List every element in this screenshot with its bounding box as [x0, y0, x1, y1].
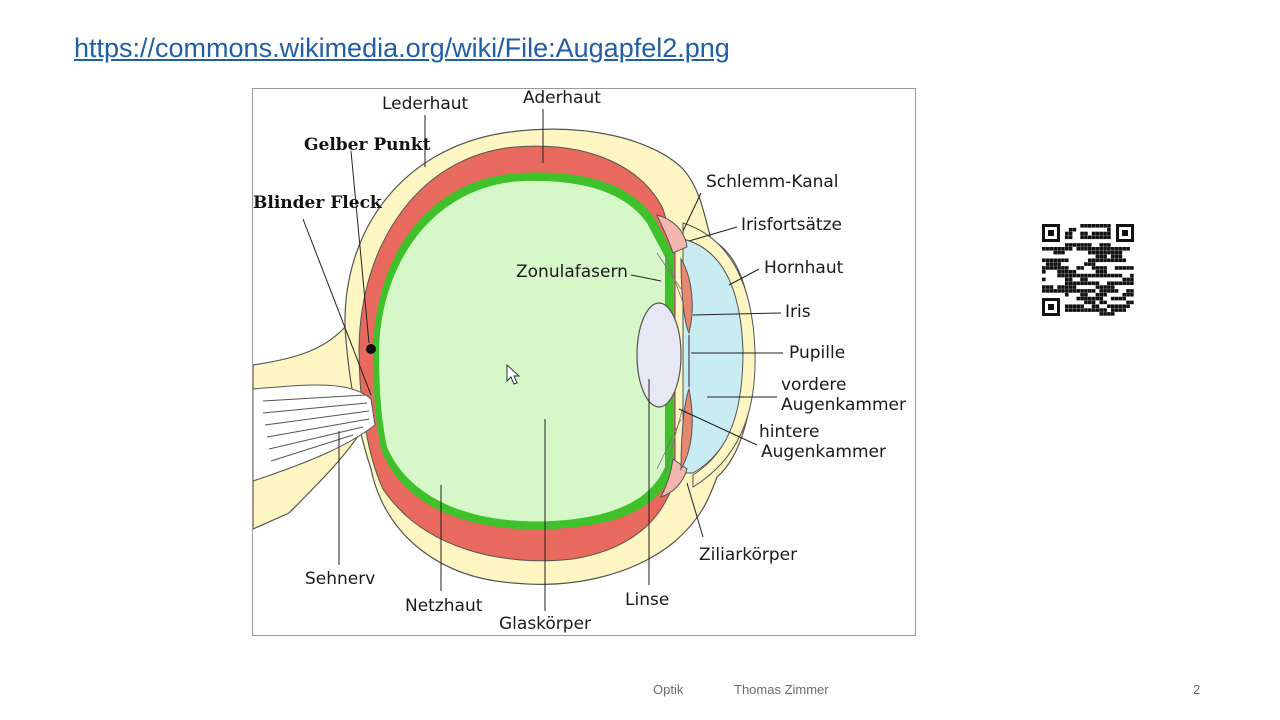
source-link[interactable]: https://commons.wikimedia.org/wiki/File:…: [74, 33, 730, 63]
eye-diagram-figure: Lederhaut Aderhaut Gelber Punkt Blinder …: [252, 88, 916, 636]
label-iris: Iris: [785, 302, 811, 322]
page-number: 2: [1193, 682, 1201, 697]
label-glaskoerper: Glaskörper: [499, 614, 591, 634]
vitreous-body: [379, 180, 665, 522]
label-hornhaut: Hornhaut: [764, 258, 844, 278]
ciliary-body-top: [656, 214, 688, 254]
label-pupille: Pupille: [789, 343, 845, 363]
zonular-fibers: [656, 252, 684, 474]
label-linse: Linse: [625, 590, 669, 610]
label-vordere: vordere: [781, 375, 846, 395]
lens: [636, 302, 682, 408]
label-gelber-punkt: Gelber Punkt: [304, 135, 431, 155]
mouse-pointer-icon: [506, 364, 521, 385]
label-hintere-augenkammer: Augenkammer: [761, 442, 886, 462]
cornea: [682, 222, 756, 488]
label-zonulafasern: Zonulafasern: [516, 262, 628, 282]
label-vordere-augenkammer: Augenkammer: [781, 395, 906, 415]
label-blinder-fleck: Blinder Fleck: [253, 193, 383, 213]
qr-code-icon: [1040, 222, 1136, 318]
footer-topic: Optik: [653, 682, 684, 697]
label-irisfortsaetze: Irisfortsätze: [741, 215, 842, 235]
label-aderhaut: Aderhaut: [523, 89, 601, 108]
leader-lines: [302, 109, 783, 611]
footer-author: Thomas Zimmer: [734, 682, 829, 697]
label-lederhaut: Lederhaut: [382, 94, 469, 114]
eye-diagram: Lederhaut Aderhaut Gelber Punkt Blinder …: [253, 89, 906, 634]
iris-top: [680, 257, 693, 335]
yellow-spot-dot: [366, 344, 376, 354]
label-ziliarkoerper: Ziliarkörper: [699, 545, 797, 565]
label-sehnerv: Sehnerv: [305, 569, 375, 589]
label-hintere: hintere: [759, 422, 819, 442]
label-netzhaut: Netzhaut: [405, 596, 483, 616]
iris-bottom: [680, 387, 693, 471]
label-schlemm-kanal: Schlemm-Kanal: [706, 172, 839, 192]
